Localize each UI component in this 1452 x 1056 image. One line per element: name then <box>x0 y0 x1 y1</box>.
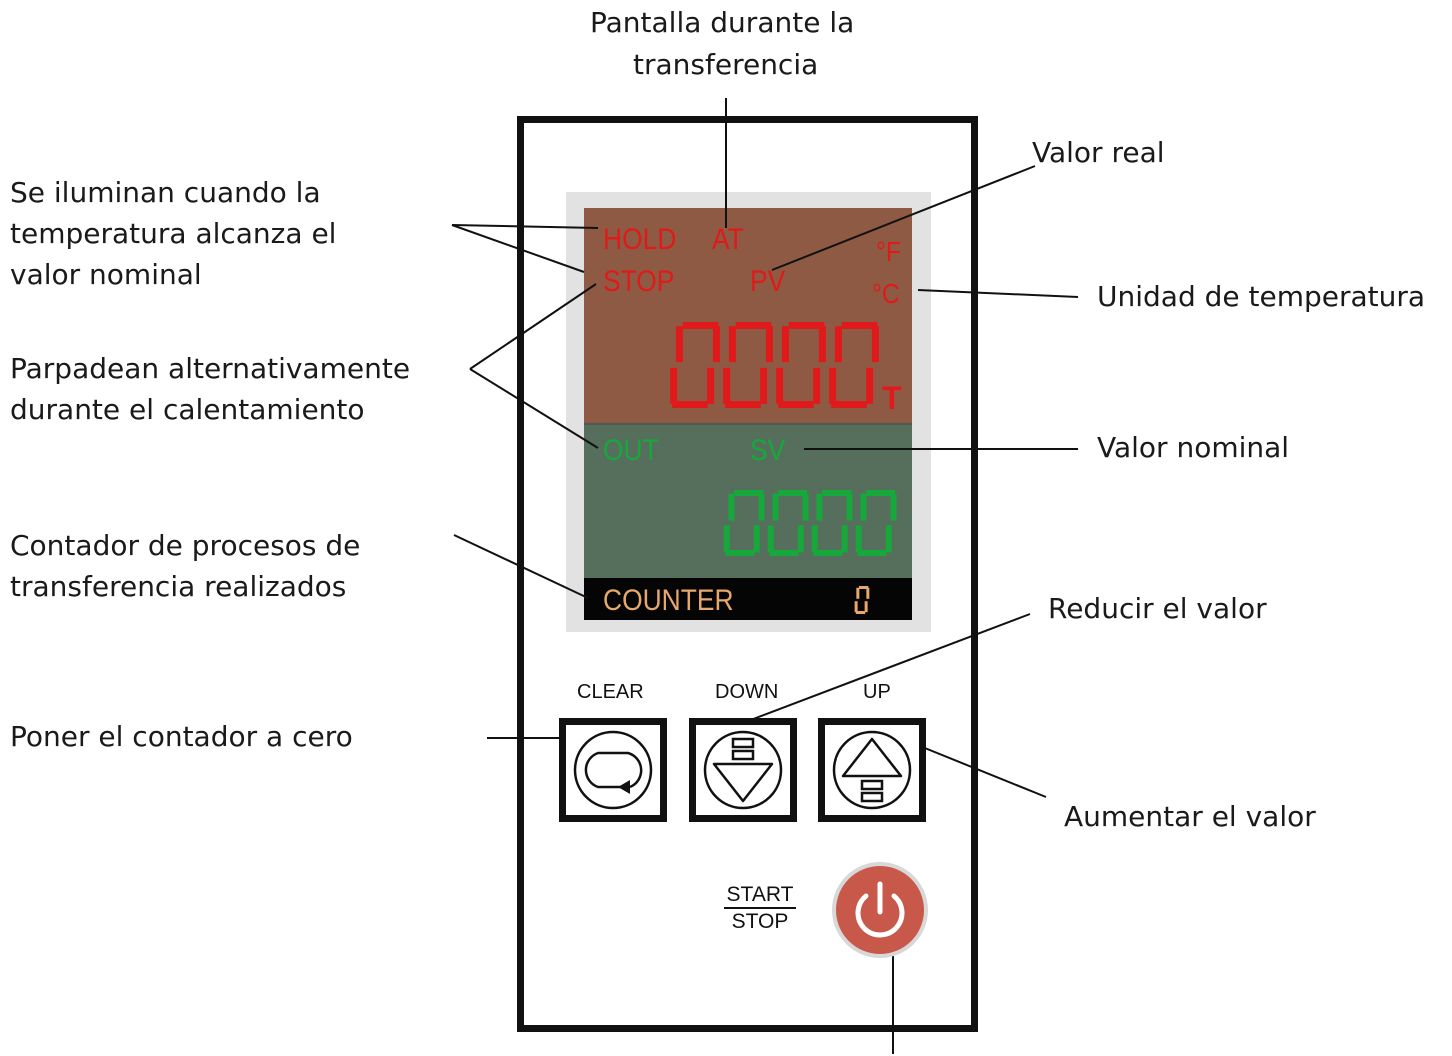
clear-button[interactable] <box>559 718 667 822</box>
annotation-display-transfer-line1: Pantalla durante la <box>590 6 855 39</box>
down-arrow-icon <box>703 730 783 810</box>
hold-indicator: HOLD <box>603 223 677 256</box>
annotation-display-transfer-line2: transferencia <box>633 48 819 81</box>
down-label: DOWN <box>715 681 779 703</box>
power-button[interactable] <box>832 862 928 958</box>
pv-indicator: PV <box>750 265 786 298</box>
annotation-counter-line1: Contador de procesos de <box>10 529 361 562</box>
sv-indicator: SV <box>750 434 786 467</box>
annotation-counter: Contador de procesos de transferencia re… <box>10 525 360 607</box>
annotation-counter-line2: transferencia realizados <box>10 570 347 603</box>
annotation-blink-heating-line1: Parpadean alternativamente <box>10 352 411 385</box>
display-divider <box>584 423 912 425</box>
start-label: START <box>724 882 796 909</box>
annotation-blink-heating: Parpadean alternativamente durante el ca… <box>10 348 410 430</box>
unit-celsius: °C <box>872 278 900 309</box>
start-stop-label: START STOP <box>724 882 796 934</box>
up-label: UP <box>863 681 891 703</box>
annotation-lights-setpoint-line3: valor nominal <box>10 258 202 291</box>
power-button-face[interactable] <box>836 866 924 954</box>
power-icon <box>855 881 905 938</box>
annotation-temp-unit: Unidad de temperatura <box>1097 280 1426 313</box>
down-button[interactable] <box>689 718 797 822</box>
circular-arrow-icon <box>573 730 653 810</box>
stop-indicator: STOP <box>603 265 675 298</box>
annotation-actual-value: Valor real <box>1032 136 1165 169</box>
annotation-nominal-value: Valor nominal <box>1097 431 1290 464</box>
annotation-lights-setpoint-line2: temperatura alcanza el <box>10 217 337 250</box>
unit-fahrenheit: °F <box>876 236 901 267</box>
annotation-blink-heating-line2: durante el calentamiento <box>10 393 365 426</box>
up-arrow-icon <box>832 730 912 810</box>
stop-label: STOP <box>731 910 789 933</box>
counter-label: COUNTER <box>603 584 734 617</box>
annotation-lights-setpoint-line1: Se iluminan cuando la <box>10 176 321 209</box>
annotation-increase-value: Aumentar el valor <box>1064 800 1316 833</box>
annotation-reduce-value: Reducir el valor <box>1048 592 1267 625</box>
annotation-reset-counter: Poner el contador a cero <box>10 720 353 753</box>
at-indicator: AT <box>712 223 744 256</box>
annotation-lights-setpoint: Se iluminan cuando la temperatura alcanz… <box>10 172 336 295</box>
up-button[interactable] <box>818 718 926 822</box>
out-indicator: OUT <box>603 434 659 467</box>
clear-label: CLEAR <box>577 681 644 703</box>
